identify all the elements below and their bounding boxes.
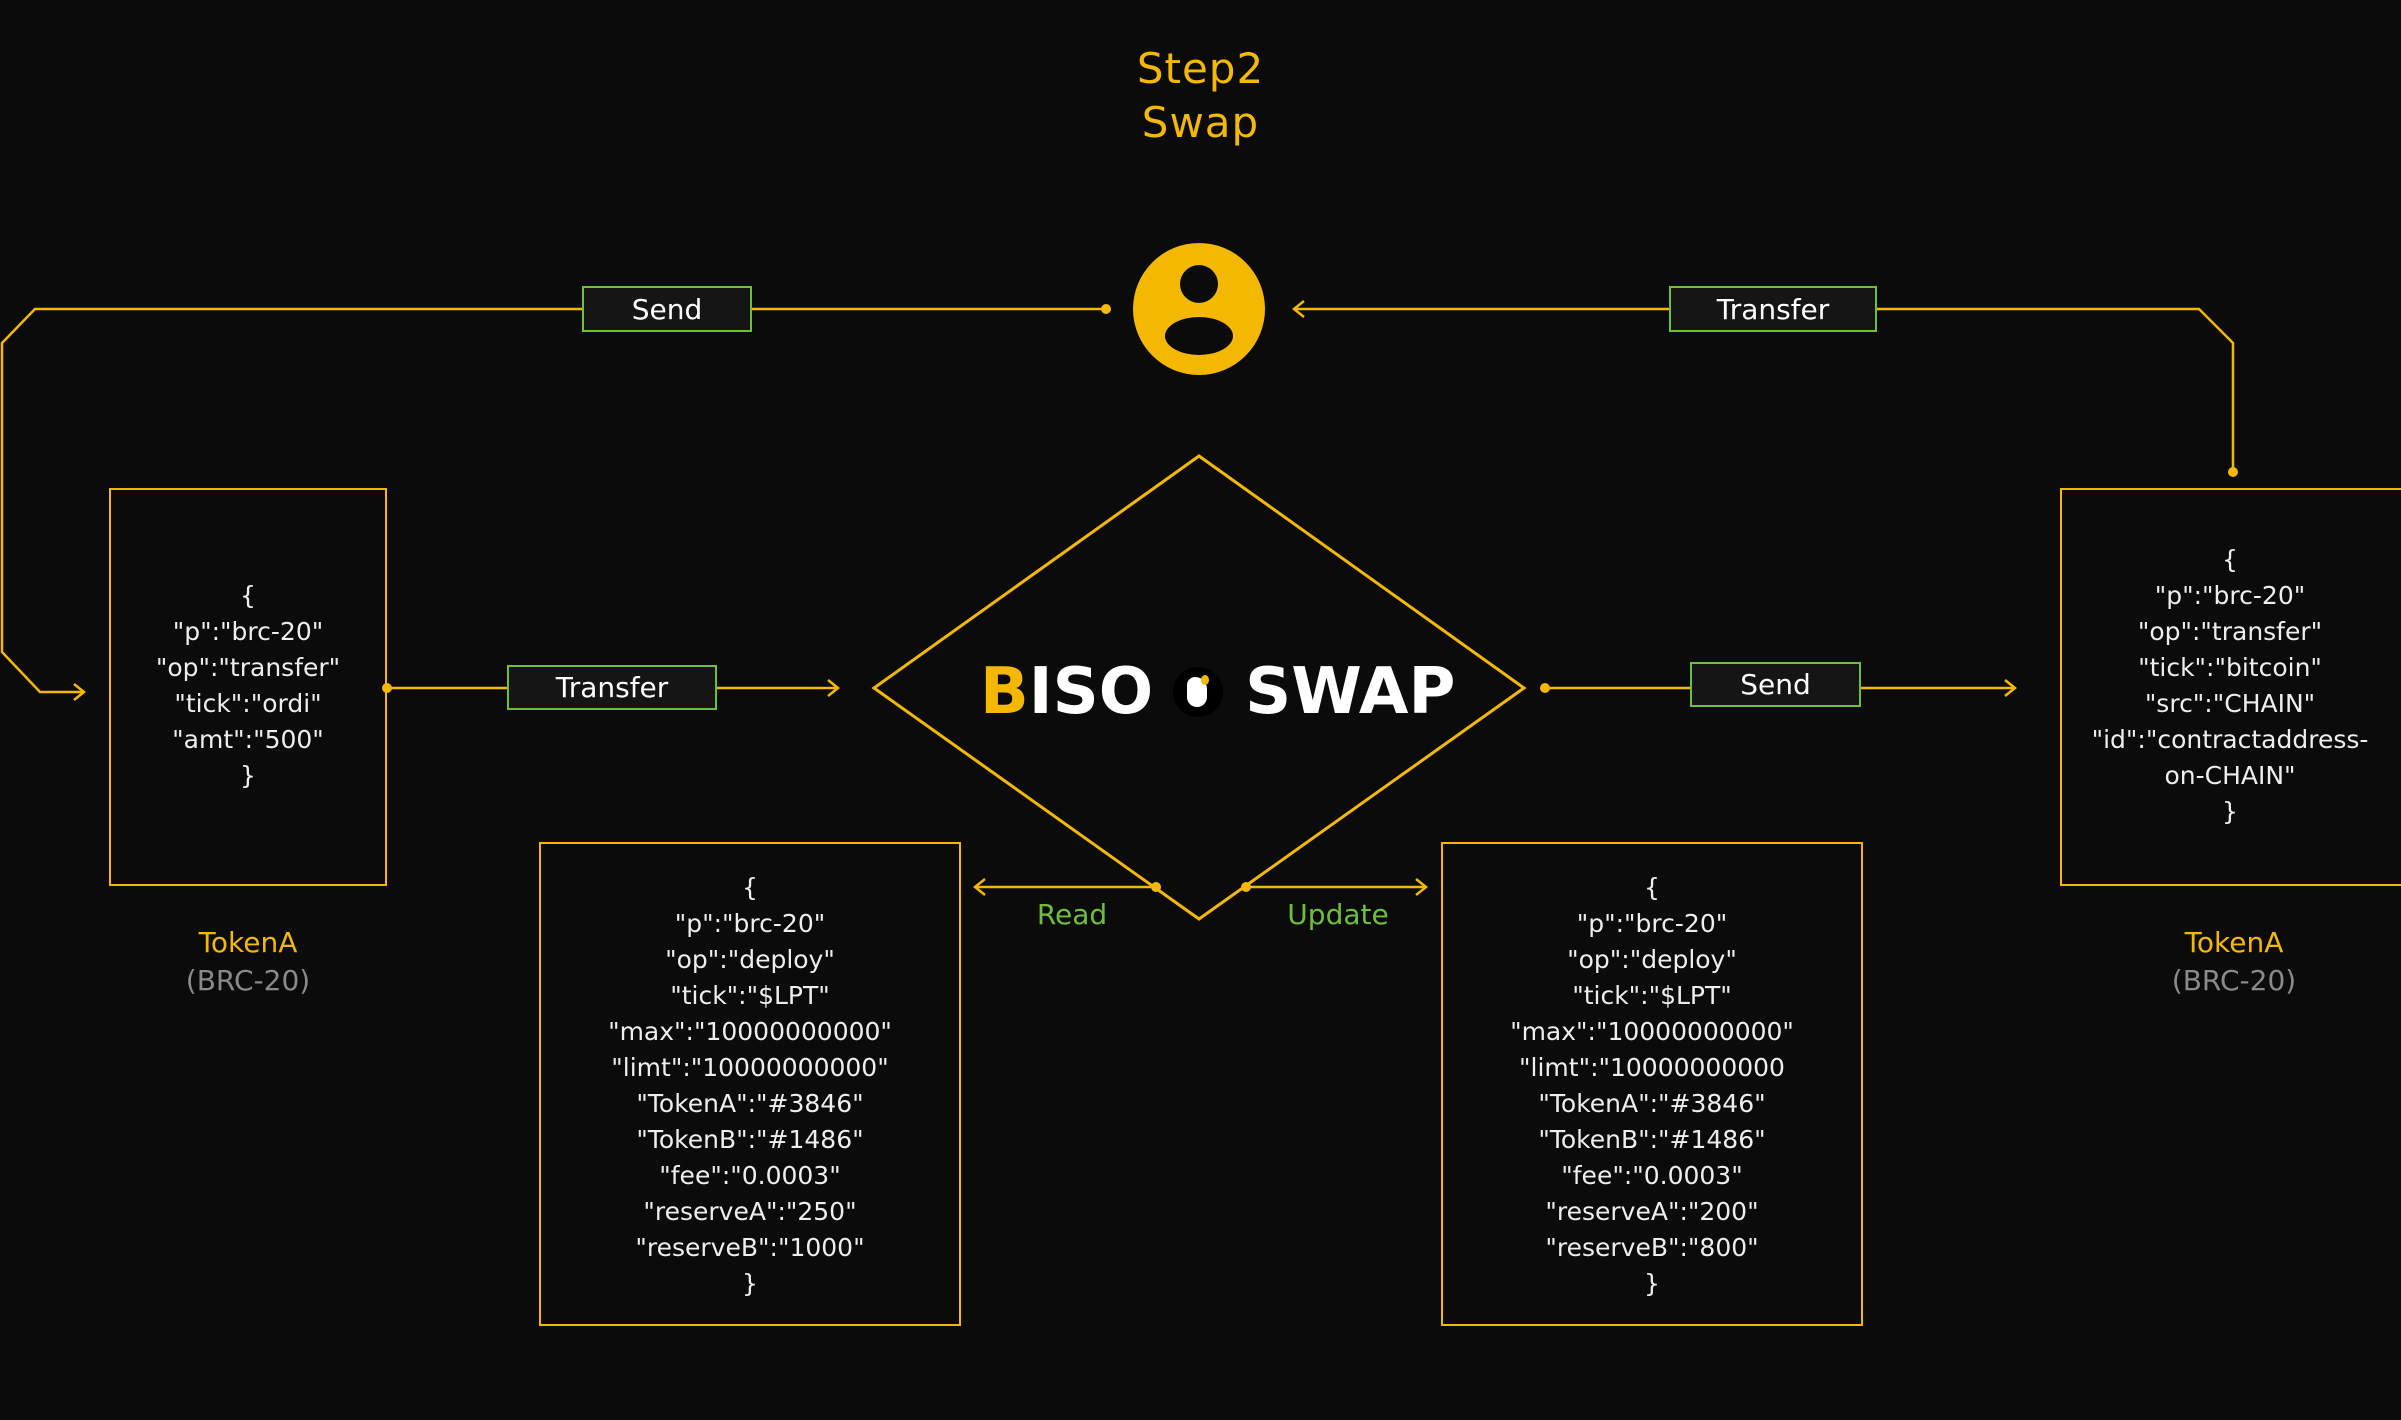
code-line: "id":"contractaddress- bbox=[2091, 725, 2369, 754]
right-token-box bbox=[2060, 488, 2401, 886]
connector-dot bbox=[1241, 882, 1251, 892]
transfer-mid-label: Transfer bbox=[507, 665, 717, 710]
code-line: "max":"10000000000" bbox=[1510, 1017, 1794, 1046]
connector-dot bbox=[1101, 304, 1111, 314]
token-name: TokenA bbox=[2184, 926, 2284, 959]
code-line: "op":"deploy" bbox=[1567, 945, 1737, 974]
code-line: "op":"deploy" bbox=[665, 945, 835, 974]
code-line: "tick":"$LPT" bbox=[1572, 981, 1732, 1010]
code-line: "reserveB":"800" bbox=[1545, 1233, 1759, 1262]
code-line: { bbox=[742, 873, 758, 902]
right-token-code: { "p":"brc-20" "op":"transfer" "tick":"bitc… bbox=[2092, 542, 2369, 830]
token-standard: (BRC-20) bbox=[185, 964, 311, 997]
arrow-head bbox=[1291, 300, 1305, 318]
code-line: } bbox=[1644, 1269, 1660, 1298]
code-line: "limt":"10000000000 bbox=[1519, 1053, 1785, 1082]
left-token-box bbox=[109, 488, 387, 886]
connector-dot bbox=[2228, 467, 2238, 477]
step-subtitle: Swap bbox=[1141, 98, 1260, 147]
left-token-code: { "p":"brc-20" "op":"transfer" "tick":"ordi… bbox=[156, 578, 340, 794]
read-state-box bbox=[539, 842, 961, 1326]
bitcoin-b-icon: B bbox=[980, 655, 1029, 729]
arrow-head bbox=[827, 679, 841, 697]
code-line: "op":"transfer" bbox=[155, 653, 341, 682]
arrow-head bbox=[2004, 679, 2018, 697]
token-standard: (BRC-20) bbox=[2171, 964, 2297, 997]
right-token-caption: TokenA (BRC-20) bbox=[2172, 924, 2296, 1000]
send-mid-label: Send bbox=[1690, 662, 1861, 707]
user-icon bbox=[1133, 243, 1265, 375]
code-line: { bbox=[2222, 545, 2238, 574]
code-line: "p":"brc-20" bbox=[1576, 909, 1728, 938]
arrow-head bbox=[972, 878, 986, 896]
code-line: "max":"10000000000" bbox=[608, 1017, 892, 1046]
left-token-caption: TokenA (BRC-20) bbox=[186, 924, 310, 1000]
code-line: "fee":"0.0003" bbox=[1561, 1161, 1743, 1190]
logo-text-biso: ISO bbox=[1028, 655, 1154, 729]
code-line: "limt":"10000000000" bbox=[611, 1053, 889, 1082]
step-title: Step2 bbox=[1136, 44, 1265, 93]
transfer-top-label: Transfer bbox=[1669, 286, 1877, 332]
code-line: "amt":"500" bbox=[172, 725, 324, 754]
code-line: "TokenB":"#1486" bbox=[1538, 1125, 1766, 1154]
code-line: "op":"transfer" bbox=[2137, 617, 2323, 646]
code-line: "fee":"0.0003" bbox=[659, 1161, 841, 1190]
code-line: } bbox=[742, 1269, 758, 1298]
code-line: "p":"brc-20" bbox=[172, 617, 324, 646]
biso-swap-logo: B ISO SWAP bbox=[980, 650, 1455, 734]
code-line: "tick":"ordi" bbox=[174, 689, 322, 718]
transfer-top-line bbox=[1294, 307, 2235, 470]
token-name: TokenA bbox=[198, 926, 298, 959]
code-line: "reserveA":"200" bbox=[1545, 1197, 1759, 1226]
code-line: "p":"brc-20" bbox=[2154, 581, 2306, 610]
logo-text-swap: SWAP bbox=[1245, 655, 1456, 729]
code-line: "tick":"bitcoin" bbox=[2138, 653, 2322, 682]
code-line: "tick":"$LPT" bbox=[670, 981, 830, 1010]
code-line: "reserveA":"250" bbox=[643, 1197, 857, 1226]
connector-dot bbox=[1540, 683, 1550, 693]
connector-dot bbox=[1151, 882, 1161, 892]
code-line: { bbox=[240, 581, 256, 610]
code-line: { bbox=[1644, 873, 1660, 902]
code-line: "TokenA":"#3846" bbox=[1538, 1089, 1766, 1118]
update-state-box bbox=[1441, 842, 1863, 1326]
code-line: "reserveB":"1000" bbox=[635, 1233, 865, 1262]
send-top-label: Send bbox=[582, 286, 752, 332]
arrow-head bbox=[73, 683, 87, 701]
code-line: } bbox=[240, 761, 256, 790]
read-state-code: { "p":"brc-20" "op":"deploy" "tick":"$LPT" "… bbox=[608, 870, 892, 1302]
arrow-head bbox=[1415, 878, 1429, 896]
code-line: "TokenB":"#1486" bbox=[636, 1125, 864, 1154]
code-line: "src":"CHAIN" bbox=[2144, 689, 2316, 718]
connector-dot bbox=[382, 683, 392, 693]
read-label: Read bbox=[1036, 898, 1108, 931]
code-line: } bbox=[2222, 797, 2238, 826]
code-line: "TokenA":"#3846" bbox=[636, 1089, 864, 1118]
code-line: "p":"brc-20" bbox=[674, 909, 826, 938]
update-label: Update bbox=[1287, 898, 1389, 931]
send-top-line bbox=[0, 307, 1106, 694]
mascot-icon bbox=[1173, 667, 1224, 717]
code-line: on-CHAIN" bbox=[2164, 761, 2296, 790]
update-state-code: { "p":"brc-20" "op":"deploy" "tick":"$LPT" "… bbox=[1510, 870, 1794, 1302]
biso-swap-diamond bbox=[871, 454, 1527, 921]
